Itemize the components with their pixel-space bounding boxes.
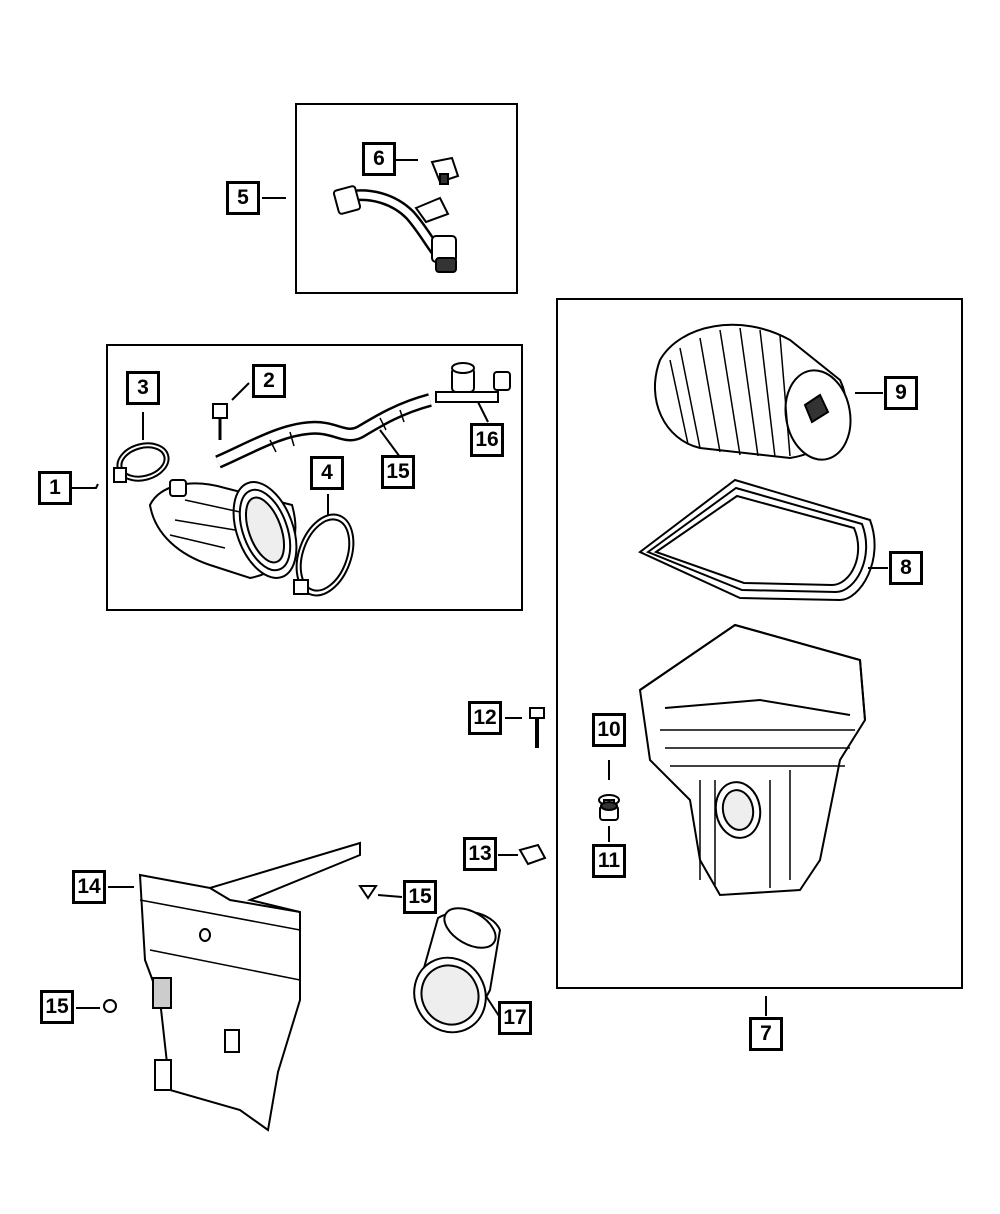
air-shield-drawing [138,841,361,1132]
leader-line-15a [377,894,403,898]
callout-14: 14 [72,870,106,904]
callout-7: 7 [749,1017,783,1051]
filter-seal-drawing [638,478,876,602]
callout-5: 5 [226,181,260,215]
callout-4: 4 [310,456,344,490]
callout-18: 17 [498,1001,532,1035]
clamp-3-drawing [113,442,170,483]
hose-16-drawing [215,393,432,469]
clamp-4-drawing [293,513,355,597]
callout-1: 1 [38,471,72,505]
callout-9: 9 [884,376,918,410]
callout-10: 10 [592,713,626,747]
sensor-2-drawing [212,403,228,440]
callout-3: 3 [126,371,160,405]
callout-2: 2 [252,364,286,398]
pushpin-15b-drawing [103,999,117,1013]
air-cleaner-housing-drawing [638,623,867,897]
callout-16: 15 [381,455,415,489]
callout-13: 13 [463,837,497,871]
clip-13-drawing [518,843,547,866]
callout-15a: 15 [403,880,437,914]
group-frame-1 [106,344,523,611]
leader-line-2 [231,382,250,401]
elbow-duct-drawing [413,907,502,1034]
callout-12: 12 [468,701,502,735]
callout-11: 11 [592,844,626,878]
leader-line-16 [379,429,401,458]
callout-8: 8 [889,551,923,585]
pushpin-15a-drawing [358,885,378,900]
leader-line-1 [72,483,99,489]
callout-6: 6 [362,142,396,176]
vent-hose-assembly-drawing [332,156,460,273]
callout-15b: 15 [40,990,74,1024]
air-filter-drawing [654,323,852,461]
group-frame-5 [295,103,518,294]
grommet-11-drawing [599,801,619,821]
valve-17-drawing [435,362,511,403]
group-frame-7 [556,298,963,989]
air-inlet-duct-drawing [148,479,298,580]
callout-17: 16 [470,423,504,457]
leader-line-17 [477,401,489,423]
bolt-12-drawing [529,707,545,748]
